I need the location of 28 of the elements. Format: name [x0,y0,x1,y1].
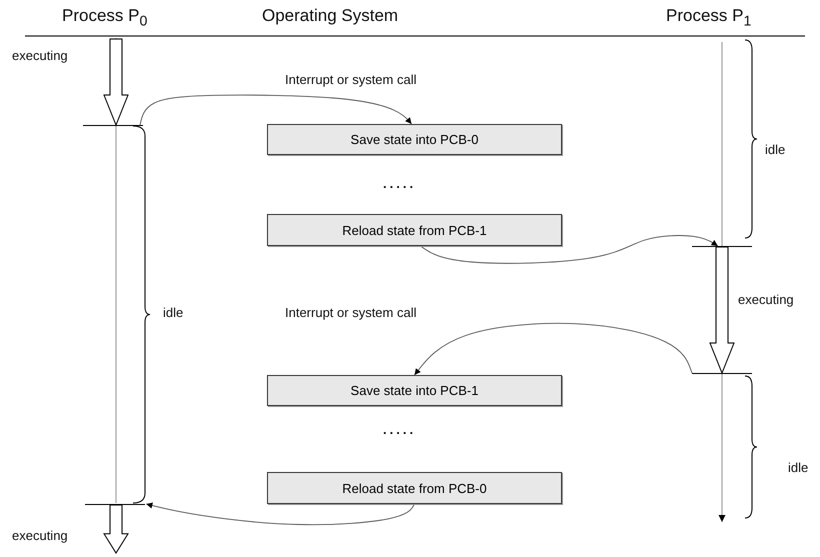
ellipsis: ..... [383,176,416,191]
column-heading: Operating System [262,6,398,26]
tick-mark [85,504,145,505]
process-box: Save state into PCB-0 [267,124,562,155]
event-label: Interrupt or system call [285,72,416,87]
process-box: Reload state from PCB-1 [267,214,562,246]
arrow [140,94,412,126]
process-box: Reload state from PCB-0 [267,472,562,504]
block-arrow [709,246,735,374]
ellipsis: ..... [383,422,416,437]
event-label: Interrupt or system call [285,305,416,320]
arrow [420,235,718,264]
tick-mark [692,246,752,247]
state-label: executing [12,48,68,63]
column-heading: Process P$_{0}$ [62,6,148,30]
state-label: executing [738,292,794,307]
block-arrow [103,38,129,126]
state-label: idle [788,460,808,475]
tick-mark [83,125,143,126]
state-label: idle [163,305,184,320]
column-heading: Process P$_{1}$ [666,6,752,30]
tick-mark [692,373,752,374]
process-box: Save state into PCB-1 [267,375,562,406]
block-arrow [103,504,129,554]
state-label: executing [12,528,68,543]
state-label: idle [765,142,786,157]
arrow [146,502,415,526]
arrow [414,322,692,376]
